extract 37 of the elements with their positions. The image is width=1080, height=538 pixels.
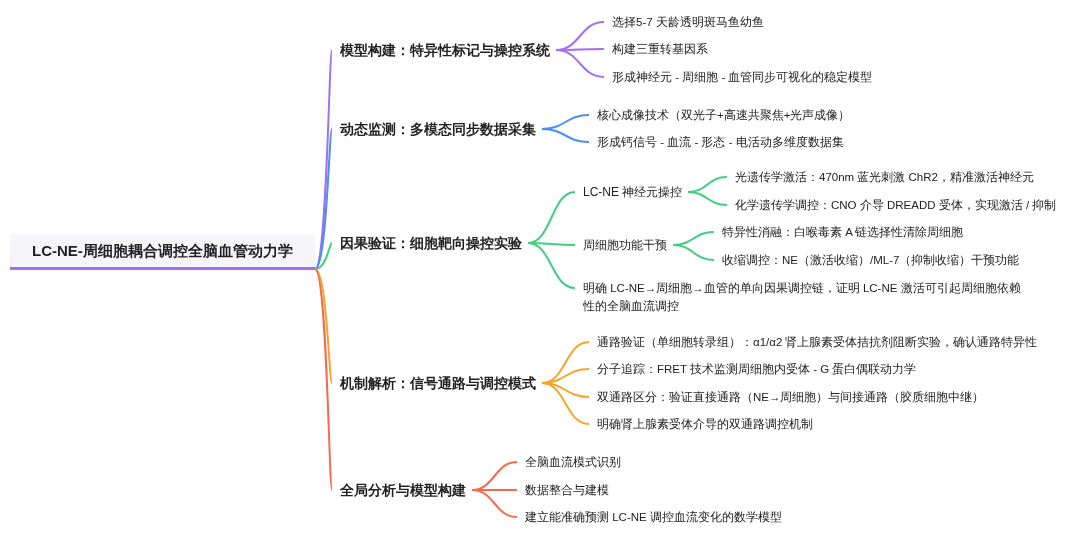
leaf-topic: 明确 LC-NE→周细胞→血管的单向因果调控链，证明 LC-NE 激活可引起周细胞依赖性的全脑血流调控	[583, 279, 1023, 315]
branch-topic: 动态监测：多模态同步数据采集	[340, 120, 536, 138]
connector-line	[314, 128, 333, 270]
sub-topic: LC-NE 神经元操控	[583, 183, 683, 201]
leaf-topic: 全脑血流模式识别	[525, 453, 621, 471]
branch-topic: 机制解析：信号通路与调控模式	[340, 374, 536, 392]
connector-line	[314, 49, 333, 270]
leaf-topic: 分子追踪：FRET 技术监测周细胞内受体 - G 蛋白偶联动力学	[597, 360, 917, 378]
leaf-topic: 通路验证（单细胞转录组）：α1/α2 肾上腺素受体拮抗剂阻断实验，确认通路特异性	[597, 333, 1038, 351]
connector-line	[555, 49, 605, 78]
connector-line	[672, 244, 715, 261]
leaf-topic: 化学遗传学调控：CNO 介导 DREADD 受体，实现激活 / 抑制	[735, 196, 1057, 214]
leaf-topic: 核心成像技术（双光子+高速共聚焦+光声成像）	[597, 106, 851, 124]
leaf-topic: 形成钙信号 - 血流 - 形态 - 电活动多维度数据集	[597, 133, 844, 151]
branch-topic: 模型构建：特异性标记与操控系统	[340, 41, 550, 59]
leaf-topic: 明确肾上腺素受体介导的双通路调控机制	[597, 415, 813, 433]
connector-line	[314, 268, 333, 384]
connector-line	[527, 242, 576, 289]
branch-topic: 全局分析与模型构建	[340, 481, 466, 499]
connector-line	[314, 268, 333, 491]
leaf-topic: 光遗传学激活：470nm 蓝光刺激 ChR2，精准激活神经元	[735, 168, 1034, 186]
leaf-topic: 形成神经元 - 周细胞 - 血管同步可视化的稳定模型	[612, 68, 873, 86]
connector-line	[314, 242, 333, 270]
leaf-topic: 特异性消融：白喉毒素 A 链选择性清除周细胞	[722, 223, 964, 241]
leaf-topic: 建立能准确预测 LC-NE 调控血流变化的数学模型	[525, 508, 782, 526]
root-topic-box: LC-NE-周细胞耦合调控全脑血管动力学	[10, 234, 315, 270]
branch-topic: 因果验证：细胞靶向操控实验	[340, 234, 522, 252]
connector-line	[541, 128, 590, 143]
leaf-topic: 构建三重转基因系	[612, 40, 708, 58]
leaf-topic: 收缩调控：NE（激活收缩）/ML-7（抑制收缩）干预功能	[722, 251, 1020, 269]
connector-line	[687, 191, 728, 206]
connector-line	[541, 382, 590, 425]
sub-topic: 周细胞功能干预	[583, 236, 667, 254]
connector-line	[471, 489, 518, 518]
leaf-topic: 选择5-7 天龄透明斑马鱼幼鱼	[612, 13, 764, 31]
leaf-topic: 双通路区分：验证直接通路（NE→周细胞）与间接通路（胶质细胞中继）	[597, 388, 985, 406]
leaf-topic: 数据整合与建模	[525, 481, 609, 499]
